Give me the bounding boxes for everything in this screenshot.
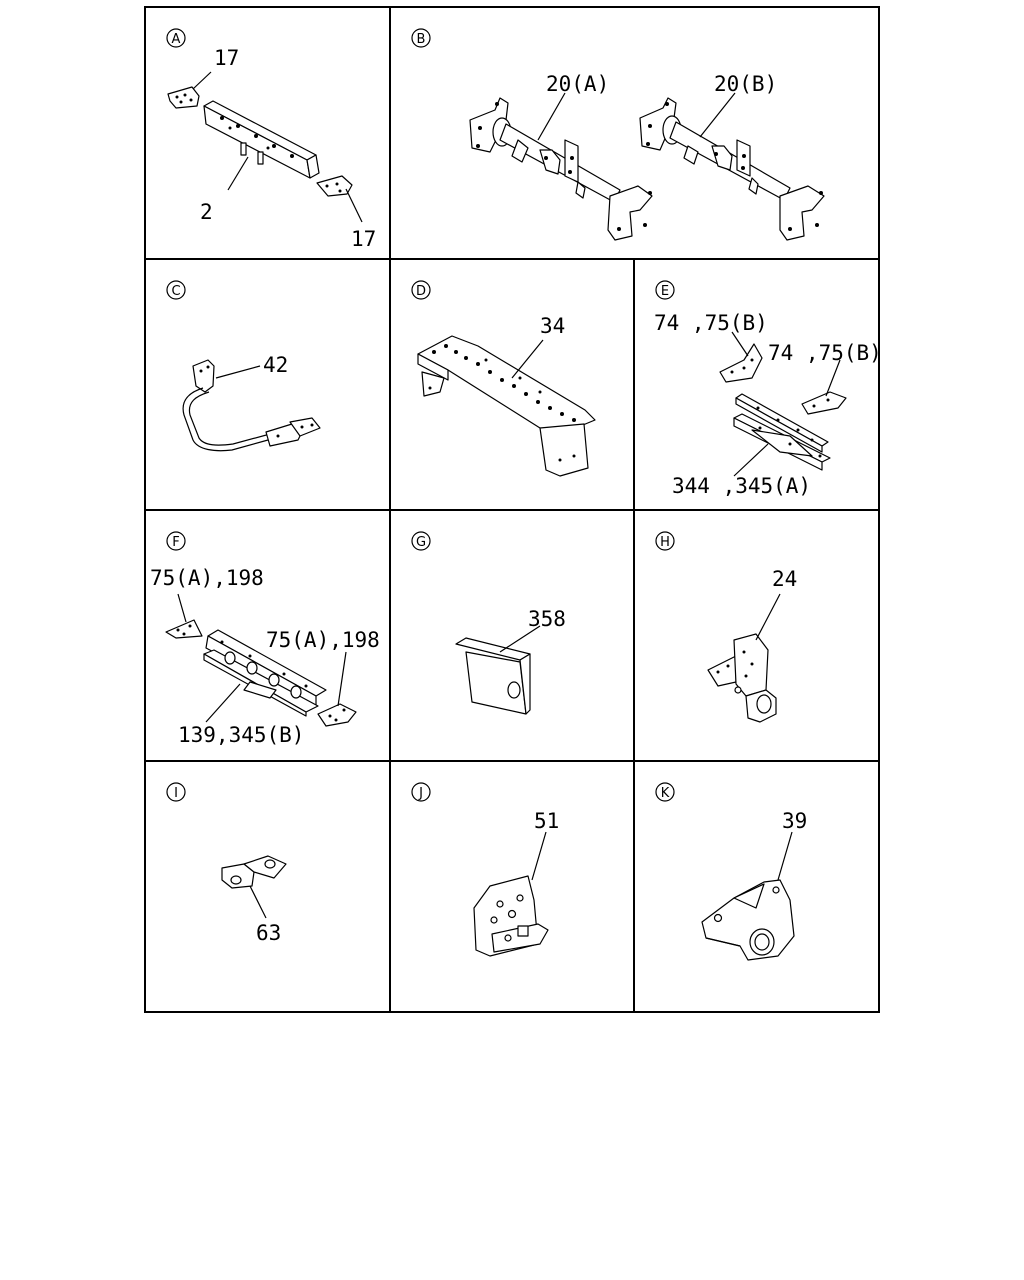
svg-text:I: I bbox=[174, 786, 178, 801]
bracket-part-75a-left bbox=[165, 619, 203, 639]
bracket-part-75a-right bbox=[317, 703, 357, 727]
svg-text:D: D bbox=[416, 284, 426, 299]
panel-letter-d: D bbox=[411, 280, 431, 300]
svg-text:A: A bbox=[172, 32, 181, 47]
svg-text:H: H bbox=[660, 535, 670, 550]
panel-letter-f: F bbox=[166, 531, 186, 551]
svg-text:C: C bbox=[171, 284, 180, 299]
panel-letter-e: E bbox=[655, 280, 675, 300]
bracket-part-51 bbox=[473, 875, 549, 957]
callout-17-top: 17 bbox=[214, 46, 239, 70]
crossmember-part-344 bbox=[733, 393, 831, 471]
panel-a: A 17 2 17 bbox=[166, 28, 376, 251]
panel-j: J 51 bbox=[411, 782, 559, 957]
panel-letter-h: H bbox=[655, 531, 675, 551]
panel-c: C 42 bbox=[166, 280, 321, 452]
panel-f: F 75(A),198 75(A),198 bbox=[150, 531, 380, 747]
panel-letter-b: B bbox=[411, 28, 431, 48]
callout-20a: 20(A) bbox=[546, 72, 609, 96]
panel-g: G 358 bbox=[411, 531, 566, 715]
panel-k: K 39 bbox=[655, 782, 807, 961]
bracket-part-17-bottom bbox=[316, 175, 353, 197]
svg-text:K: K bbox=[661, 786, 670, 801]
axle-assembly-20b bbox=[639, 97, 825, 241]
bracket-part-63 bbox=[221, 855, 287, 889]
callout-74-75b-left: 74 ,75(B) bbox=[654, 311, 768, 335]
panel-h: H 24 bbox=[655, 531, 797, 723]
bracket-part-74-left bbox=[719, 343, 763, 383]
callout-24: 24 bbox=[772, 567, 797, 591]
bracket-part-358 bbox=[455, 637, 531, 715]
callout-75a-198-left: 75(A),198 bbox=[150, 566, 264, 590]
svg-text:F: F bbox=[172, 535, 179, 550]
panel-i: I 63 bbox=[166, 782, 287, 945]
svg-text:B: B bbox=[417, 32, 426, 47]
panel-b: B bbox=[411, 28, 825, 241]
callout-63: 63 bbox=[256, 921, 281, 945]
crossmember-part-2 bbox=[203, 100, 320, 179]
callout-358: 358 bbox=[528, 607, 566, 631]
crossmember-holes bbox=[428, 344, 576, 462]
panel-letter-j: J bbox=[411, 782, 431, 802]
callout-17-bottom: 17 bbox=[351, 227, 376, 251]
panel-d: D 34 bbox=[411, 280, 596, 477]
callout-42: 42 bbox=[263, 353, 288, 377]
panel-letter-g: G bbox=[411, 531, 431, 551]
svg-text:G: G bbox=[416, 535, 426, 550]
panel-letter-i: I bbox=[166, 782, 186, 802]
callout-51: 51 bbox=[534, 809, 559, 833]
axle-assembly-20a bbox=[469, 97, 653, 241]
panel-letter-c: C bbox=[166, 280, 186, 300]
stabilizer-bar-part-42 bbox=[182, 359, 321, 452]
bracket-part-17-top bbox=[167, 86, 200, 109]
svg-text:J: J bbox=[418, 786, 423, 801]
callout-74-75b-right: 74 ,75(B) bbox=[768, 341, 882, 365]
callout-20b: 20(B) bbox=[714, 72, 777, 96]
callout-75a-198-right: 75(A),198 bbox=[266, 628, 380, 652]
crossmember-part-34 bbox=[417, 335, 596, 477]
panel-letter-k: K bbox=[655, 782, 675, 802]
panel-grid bbox=[144, 6, 880, 1013]
bracket-part-74-right bbox=[801, 391, 847, 415]
callout-2: 2 bbox=[200, 200, 213, 224]
bracket-part-24 bbox=[707, 633, 777, 723]
bracket-part-39 bbox=[701, 879, 795, 961]
crossmember-part-139 bbox=[203, 629, 327, 717]
panel-letter-a: A bbox=[166, 28, 186, 48]
panel-e: E 74 ,75(B) 74 ,75(B) 344 ,345(A) bbox=[654, 280, 882, 498]
callout-39: 39 bbox=[782, 809, 807, 833]
callout-139-345b: 139,345(B) bbox=[178, 723, 304, 747]
svg-text:E: E bbox=[661, 284, 669, 299]
callout-344-345a: 344 ,345(A) bbox=[672, 474, 811, 498]
callout-34: 34 bbox=[540, 314, 565, 338]
